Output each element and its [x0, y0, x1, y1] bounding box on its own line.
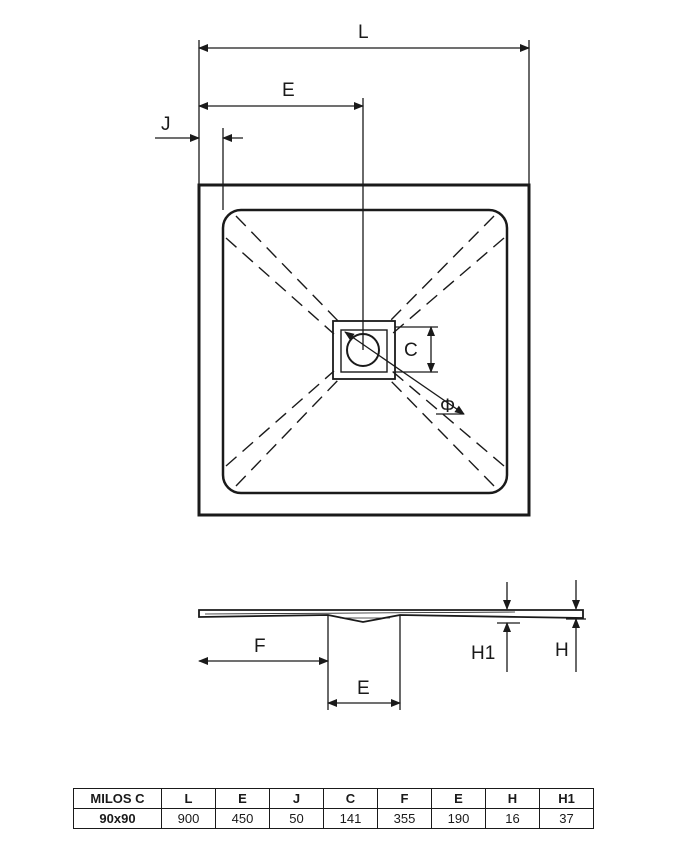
side-dimensions [198, 580, 586, 710]
cell-E2: 190 [431, 808, 486, 829]
spec-table-header-row: MILOS C L E J C F E H H1 [73, 788, 594, 809]
spec-table: MILOS C L E J C F E H H1 90x90 900 450 5… [73, 788, 594, 829]
header-H: H [485, 788, 540, 809]
top-dimensions [155, 40, 530, 415]
dim-phi-leader [344, 331, 465, 415]
header-J: J [269, 788, 324, 809]
label-phi: Φ [440, 396, 455, 417]
cell-E: 450 [215, 808, 270, 829]
tray-outline [197, 183, 531, 517]
header-E2: E [431, 788, 486, 809]
tray-profile [198, 609, 584, 623]
top-labels: L E J C Φ [161, 22, 455, 417]
label-F: F [254, 636, 266, 657]
label-E-top: E [282, 80, 295, 101]
top-view [197, 183, 531, 517]
side-view [198, 609, 584, 623]
label-H: H [555, 640, 569, 661]
cell-F: 355 [377, 808, 432, 829]
header-E: E [215, 788, 270, 809]
cell-J: 50 [269, 808, 324, 829]
basin-outline [221, 208, 509, 495]
label-L: L [358, 22, 369, 43]
header-C: C [323, 788, 378, 809]
header-F: F [377, 788, 432, 809]
header-H1: H1 [539, 788, 594, 809]
label-H1: H1 [471, 643, 495, 664]
cell-H: 16 [485, 808, 540, 829]
table-row: 90x90 900 450 50 141 355 190 16 37 [73, 808, 594, 829]
cell-C: 141 [323, 808, 378, 829]
cell-L: 900 [161, 808, 216, 829]
label-J: J [161, 114, 171, 135]
slope-lines [225, 215, 505, 487]
cell-H1: 37 [539, 808, 594, 829]
cell-model: 90x90 [73, 808, 162, 829]
side-labels: F E H1 H [254, 636, 569, 699]
header-model: MILOS C [73, 788, 162, 809]
header-L: L [161, 788, 216, 809]
label-C: C [404, 340, 418, 361]
label-E-side: E [357, 678, 370, 699]
